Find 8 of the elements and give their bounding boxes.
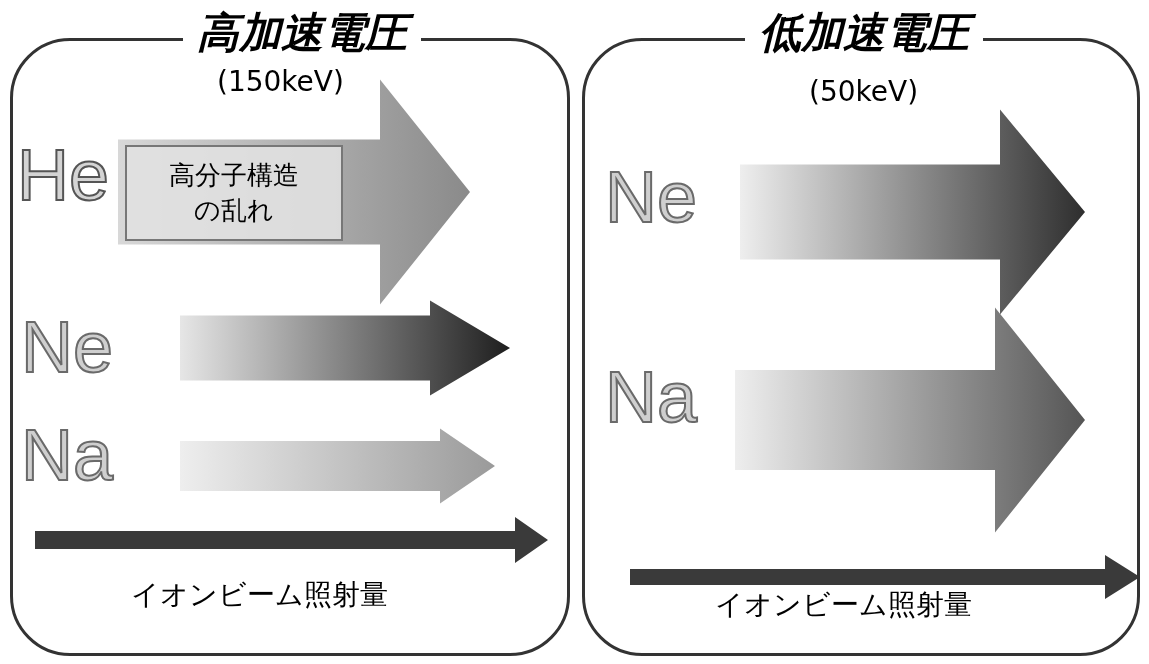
ion-symbol: Ne: [605, 161, 698, 233]
axis-label: イオンビーム照射量: [715, 587, 972, 623]
ion-symbol: Ne: [21, 311, 114, 383]
process-box: 高分子構造の乱れ: [125, 145, 343, 241]
ion-symbol: Na: [605, 361, 698, 433]
axis-label: イオンビーム照射量: [131, 577, 388, 613]
ion-symbol: Na: [21, 419, 114, 491]
ion-symbol: He: [17, 139, 110, 211]
